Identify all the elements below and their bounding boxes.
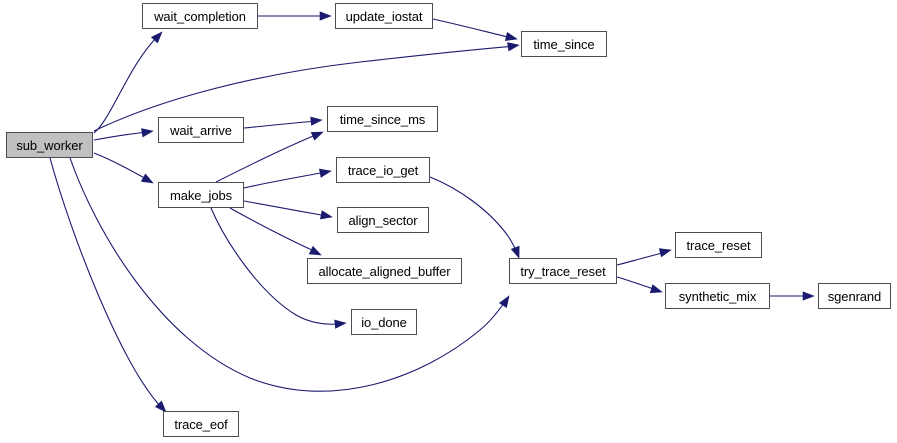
call-edge xyxy=(229,207,317,253)
call-edge xyxy=(93,35,159,134)
graph-node-io_done[interactable]: io_done xyxy=(351,309,417,335)
arrow-head-icon xyxy=(802,291,815,301)
graph-node-try_trace_reset[interactable]: try_trace_reset xyxy=(509,258,617,284)
call-edge xyxy=(215,133,319,183)
call-edge xyxy=(616,276,658,291)
graph-node-synthetic_mix[interactable]: synthetic_mix xyxy=(665,283,770,309)
call-edge xyxy=(93,152,149,181)
graph-node-update_iostat[interactable]: update_iostat xyxy=(335,3,433,29)
call-edge xyxy=(616,251,667,266)
graph-node-label: trace_reset xyxy=(686,237,751,253)
call-edge xyxy=(429,176,518,254)
graph-node-sub_worker[interactable]: sub_worker xyxy=(6,132,93,158)
graph-node-wait_arrive[interactable]: wait_arrive xyxy=(158,117,244,143)
graph-node-label: time_since_ms xyxy=(339,111,426,127)
graph-node-label: trace_eof xyxy=(174,416,228,432)
arrow-head-icon xyxy=(510,245,520,259)
arrow-head-icon xyxy=(140,173,154,184)
call-edge xyxy=(243,200,328,217)
graph-node-label: wait_completion xyxy=(154,8,246,24)
call-edge xyxy=(93,45,516,132)
graph-node-label: allocate_aligned_buffer xyxy=(318,263,451,279)
graph-node-align_sector[interactable]: align_sector xyxy=(337,207,429,233)
graph-node-trace_io_get[interactable]: trace_io_get xyxy=(336,157,430,183)
call-edge xyxy=(49,157,163,409)
graph-node-time_since_ms[interactable]: time_since_ms xyxy=(327,106,438,132)
arrow-head-icon xyxy=(154,400,167,413)
arrow-head-icon xyxy=(310,131,324,141)
graph-node-make_jobs[interactable]: make_jobs xyxy=(158,182,244,208)
graph-node-wait_completion[interactable]: wait_completion xyxy=(142,3,258,29)
graph-node-label: trace_io_get xyxy=(347,162,419,178)
arrow-head-icon xyxy=(320,210,333,220)
call-edge xyxy=(243,120,318,129)
arrow-head-icon xyxy=(649,284,663,294)
graph-node-label: make_jobs xyxy=(170,187,232,203)
arrow-head-icon xyxy=(319,11,332,21)
arrow-head-icon xyxy=(319,168,332,178)
arrow-head-icon xyxy=(658,248,672,258)
graph-node-label: sgenrand xyxy=(827,288,882,304)
graph-node-label: time_since xyxy=(533,36,595,52)
arrow-head-icon xyxy=(141,128,154,138)
call-edge xyxy=(210,207,341,325)
graph-node-label: align_sector xyxy=(348,212,418,228)
call-edge xyxy=(93,131,149,141)
graph-node-time_since[interactable]: time_since xyxy=(521,31,607,57)
call-edge xyxy=(243,171,327,189)
arrow-head-icon xyxy=(334,319,347,329)
graph-node-label: io_done xyxy=(361,314,407,330)
graph-node-trace_reset[interactable]: trace_reset xyxy=(675,232,762,258)
graph-node-label: wait_arrive xyxy=(170,122,232,138)
arrow-head-icon xyxy=(498,295,510,309)
graph-node-sgenrand[interactable]: sgenrand xyxy=(818,283,891,309)
graph-node-label: update_iostat xyxy=(345,8,423,24)
graph-node-allocate_aligned_buffer[interactable]: allocate_aligned_buffer xyxy=(307,258,462,284)
arrow-head-icon xyxy=(310,116,323,126)
arrow-head-icon xyxy=(504,31,518,41)
arrow-head-icon xyxy=(150,31,163,44)
graph-node-label: synthetic_mix xyxy=(678,288,757,304)
arrow-head-icon xyxy=(507,42,520,52)
graph-node-label: try_trace_reset xyxy=(520,263,606,279)
arrow-head-icon xyxy=(308,245,322,256)
graph-node-label: sub_worker xyxy=(16,137,83,153)
call-edge xyxy=(69,157,507,392)
graph-node-trace_eof[interactable]: trace_eof xyxy=(163,411,239,437)
call-edge xyxy=(432,18,513,39)
